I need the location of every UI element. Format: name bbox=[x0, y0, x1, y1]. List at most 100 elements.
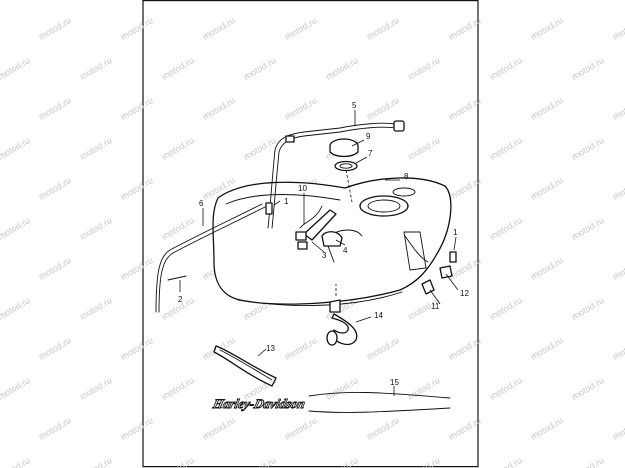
watermark-text: motod.ru bbox=[570, 295, 606, 321]
watermark-text: motod.ru bbox=[611, 175, 625, 201]
watermark-text: motod.ru bbox=[0, 135, 32, 161]
watermark-text: motod.ru bbox=[570, 135, 606, 161]
callout-1-right: 1 bbox=[453, 228, 458, 237]
callout-3: 3 bbox=[322, 251, 327, 260]
callout-7: 7 bbox=[368, 149, 373, 158]
fuel-pump-assembly bbox=[295, 205, 343, 263]
watermark-text: motod.ru bbox=[160, 375, 196, 401]
callout-labels: 1 1 2 3 4 5 6 7 8 9 10 11 12 13 14 15 bbox=[178, 101, 469, 387]
watermark-text: motod.ru bbox=[283, 15, 319, 41]
watermark-text: motod.ru bbox=[488, 375, 524, 401]
watermark-text: motod.ru bbox=[78, 0, 114, 2]
watermark-text: motod.ru bbox=[37, 335, 73, 361]
watermark-text: motod.ru bbox=[488, 215, 524, 241]
watermark-text: motod.ru bbox=[78, 295, 114, 321]
watermark-text: motod.ru bbox=[488, 0, 524, 2]
tank-emblem: Harley-Davidson bbox=[210, 391, 451, 413]
fuel-line bbox=[267, 120, 405, 229]
watermark-text: motod.ru bbox=[119, 175, 155, 201]
watermark-text: motod.ru bbox=[37, 255, 73, 281]
callout-9: 9 bbox=[366, 132, 371, 141]
watermark-text: motod.ru bbox=[0, 55, 32, 81]
callout-11: 11 bbox=[431, 302, 440, 311]
watermark-text: motod.ru bbox=[119, 95, 155, 121]
callout-4: 4 bbox=[343, 246, 348, 255]
watermark-text: motod.ru bbox=[529, 15, 565, 41]
watermark-text: motod.ru bbox=[119, 15, 155, 41]
watermark-text: motod.ru bbox=[365, 15, 401, 41]
callout-13: 13 bbox=[266, 344, 275, 353]
watermark-text: motod.ru bbox=[283, 335, 319, 361]
diagram-frame bbox=[142, 0, 479, 468]
watermark-text: motod.ru bbox=[570, 215, 606, 241]
callout-1-top: 1 bbox=[284, 197, 289, 206]
watermark-text: motod.ru bbox=[406, 375, 442, 401]
callout-14: 14 bbox=[374, 311, 383, 320]
watermark-text: motod.ru bbox=[160, 55, 196, 81]
fuel-cap bbox=[329, 138, 359, 203]
watermark-text: motod.ru bbox=[406, 135, 442, 161]
leader-lines bbox=[179, 110, 459, 396]
watermark-text: motod.ru bbox=[37, 415, 73, 441]
watermark-text: motod.ru bbox=[611, 15, 625, 41]
watermark-text: motod.ru bbox=[488, 295, 524, 321]
watermark-text: motod.ru bbox=[529, 255, 565, 281]
watermark-text: motod.ru bbox=[201, 15, 237, 41]
watermark-text: motod.ru bbox=[78, 55, 114, 81]
callout-10: 10 bbox=[298, 184, 307, 193]
callout-6: 6 bbox=[199, 199, 204, 208]
watermark-text: motod.ru bbox=[406, 55, 442, 81]
watermark-text: motod.ru bbox=[78, 135, 114, 161]
watermark-text: motod.ru bbox=[529, 335, 565, 361]
watermark-text: motod.ru bbox=[283, 415, 319, 441]
watermark-text: motod.ru bbox=[570, 55, 606, 81]
watermark-text: motod.ru bbox=[201, 95, 237, 121]
watermark-text: motod.ru bbox=[529, 415, 565, 441]
watermark-text: motod.ru bbox=[570, 0, 606, 2]
watermark-text: motod.ru bbox=[160, 135, 196, 161]
watermark-text: motod.ru bbox=[365, 415, 401, 441]
watermark-text: motod.ru bbox=[0, 215, 32, 241]
watermark-text: motod.ru bbox=[242, 55, 278, 81]
watermark-text: motod.ru bbox=[160, 215, 196, 241]
emblem-text: Harley-Davidson bbox=[211, 396, 307, 411]
callout-8: 8 bbox=[404, 172, 409, 181]
watermark-text: motod.ru bbox=[37, 175, 73, 201]
watermark-text: motod.ru bbox=[611, 255, 625, 281]
watermark-text: motod.ru bbox=[119, 415, 155, 441]
watermark-text: motod.ru bbox=[78, 375, 114, 401]
callout-2: 2 bbox=[178, 295, 183, 304]
mounting-hardware bbox=[265, 202, 457, 295]
watermark-text: motod.ru bbox=[78, 455, 114, 468]
watermark-text: motod.ru bbox=[570, 455, 606, 468]
watermark-text: motod.ru bbox=[119, 255, 155, 281]
callout-5: 5 bbox=[352, 101, 357, 110]
watermark-text: motod.ru bbox=[611, 335, 625, 361]
watermark-text: motod.ru bbox=[283, 95, 319, 121]
watermark-text: motod.ru bbox=[488, 455, 524, 468]
watermark-text: motod.ru bbox=[0, 455, 32, 468]
watermark-text: motod.ru bbox=[201, 415, 237, 441]
watermark-text: motod.ru bbox=[611, 415, 625, 441]
watermark-text: motod.ru bbox=[365, 335, 401, 361]
watermark-text: motod.ru bbox=[119, 335, 155, 361]
crossover-hose bbox=[326, 284, 358, 346]
vent-hose bbox=[155, 203, 266, 313]
watermark-text: motod.ru bbox=[611, 95, 625, 121]
watermark-text: motod.ru bbox=[570, 375, 606, 401]
watermark-text: motod.ru bbox=[242, 135, 278, 161]
watermark-text: motod.ru bbox=[365, 95, 401, 121]
watermark-text: motod.ru bbox=[0, 0, 32, 2]
watermark-text: motod.ru bbox=[0, 295, 32, 321]
callout-12: 12 bbox=[460, 289, 469, 298]
watermark-text: motod.ru bbox=[324, 375, 360, 401]
watermark-text: motod.ru bbox=[37, 15, 73, 41]
watermark-text: motod.ru bbox=[37, 95, 73, 121]
watermark-text: motod.ru bbox=[529, 95, 565, 121]
watermark-text: motod.ru bbox=[0, 375, 32, 401]
watermark-text: motod.ru bbox=[529, 175, 565, 201]
tank-trim-strip bbox=[213, 345, 277, 387]
watermark-text: motod.ru bbox=[324, 55, 360, 81]
callout-15: 15 bbox=[390, 378, 399, 387]
